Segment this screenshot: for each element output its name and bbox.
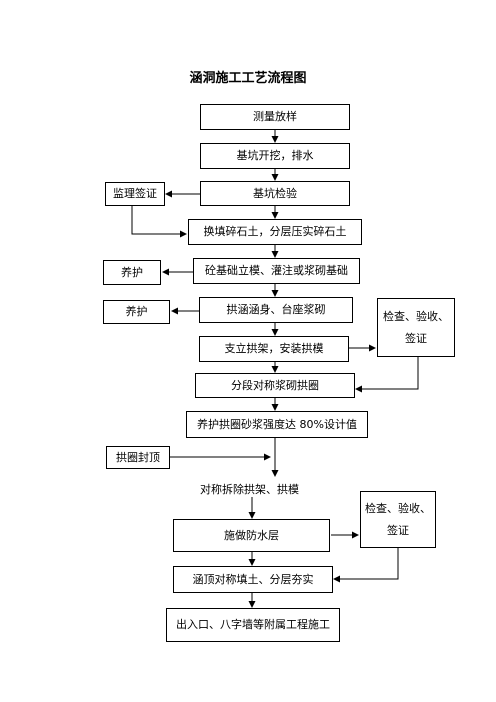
step-waterproof: 施做防水层 [173,519,330,552]
check-box-1-line1: 检查、验收、 [383,309,449,323]
check-box-1: 检查、验收、 签证 [377,298,455,357]
supervisor-sign-box: 监理签证 [105,182,165,206]
curing-box-2: 养护 [103,300,170,324]
step-excavation: 基坑开挖，排水 [200,143,350,169]
check-box-2: 检查、验收、 签证 [360,491,436,548]
step-culvert-body: 拱涵涵身、台座浆砌 [199,297,353,323]
step-remove-frame: 对称拆除拱架、拱模 [200,483,299,496]
step-ancillary-works: 出入口、八字墙等附属工程施工 [166,608,340,642]
arrow-supervisor-to-step4 [131,206,187,238]
check-box-2-line1: 检查、验收、 [365,501,431,515]
check-box-2-line2: 签证 [387,523,409,537]
check-box-1-line2: 签证 [405,331,427,345]
curing-box-1: 养护 [103,260,161,285]
step-survey: 测量放样 [200,104,350,130]
chart-title: 涵洞施工工艺流程图 [189,71,307,86]
step-backfill: 换填碎石土，分层压实碎石土 [188,219,362,245]
step-pit-inspection: 基坑检验 [200,181,350,206]
step-arch-ring: 分段对称浆砌拱圈 [195,373,355,398]
step-arch-frame: 支立拱架，安装拱模 [199,336,349,362]
arch-top-box: 拱圈封顶 [106,446,170,469]
step-foundation: 砼基础立模、灌注或浆砌基础 [193,258,360,284]
arrow-check-1-to-step8 [355,357,419,393]
step-curing-strength: 养护拱圈砂浆强度达 80%设计值 [186,411,368,438]
arrow-check-2-to-step12 [333,548,399,583]
step-backfill-top: 涵顶对称填土、分层夯实 [173,566,333,593]
